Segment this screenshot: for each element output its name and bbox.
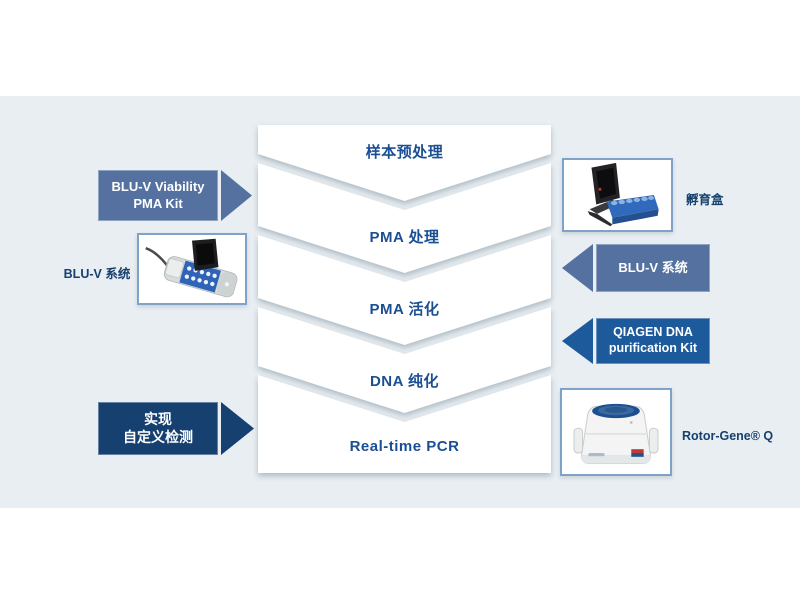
custom-assay-label: 实现 自定义检测 [98,402,218,455]
kit-label-line2: PMA Kit [133,195,183,211]
qiagen-label-line1: QIAGEN DNA [613,325,693,340]
incubator-image [562,158,673,232]
blu-v-device-illustration [145,238,238,298]
qiagen-dna-kit-callout: QIAGEN DNA purification Kit [562,318,710,364]
arrow-left-icon [562,318,593,364]
step-label-realtime-pcr: Real-time PCR [349,438,460,455]
rotor-gene-q-label: Rotor-Gene® Q [682,429,774,443]
blu-v-system-callout: BLU-V 系统 [562,244,710,292]
custom-label-line1: 实现 [144,411,172,427]
step-label-sample-pretreatment: 样本预处理 [365,144,444,161]
blu-v-system-image [137,233,247,305]
rotor-gene-illustration [573,403,659,464]
blu-v-viability-pma-kit-label: BLU-V Viability PMA Kit [98,170,218,221]
step-label-pma-activation: PMA 活化 [369,301,440,318]
blu-v-system-label: BLU-V 系统 [63,267,131,281]
blu-v-system-arrow-label: BLU-V 系统 [596,244,710,292]
custom-label-line2: 自定义检测 [123,428,193,445]
workflow-chevron-stack: 样本预处理 PMA 处理 PMA 活化 DNA 纯化 Real-time PCR [258,125,551,473]
kit-label-line1: BLU-V Viability [111,179,205,195]
step-label-pma-treatment: PMA 处理 [369,229,440,246]
blu-v-viability-pma-kit-callout: BLU-V Viability PMA Kit [98,170,252,221]
arrow-left-icon [562,244,593,292]
arrow-right-icon [221,402,254,455]
qiagen-label-line2: purification Kit [608,341,698,355]
step-label-dna-purification: DNA 纯化 [369,373,440,390]
custom-assay-callout: 实现 自定义检测 [98,402,254,455]
qiagen-dna-kit-label: QIAGEN DNA purification Kit [596,318,710,364]
chevron-step-5 [258,125,551,473]
bluv-arrow-text: BLU-V 系统 [618,259,688,275]
incubator-label: 孵育盒 [686,193,724,207]
rotor-gene-q-image [560,388,672,476]
incubator-illustration [587,162,659,227]
arrow-right-icon [221,170,252,221]
